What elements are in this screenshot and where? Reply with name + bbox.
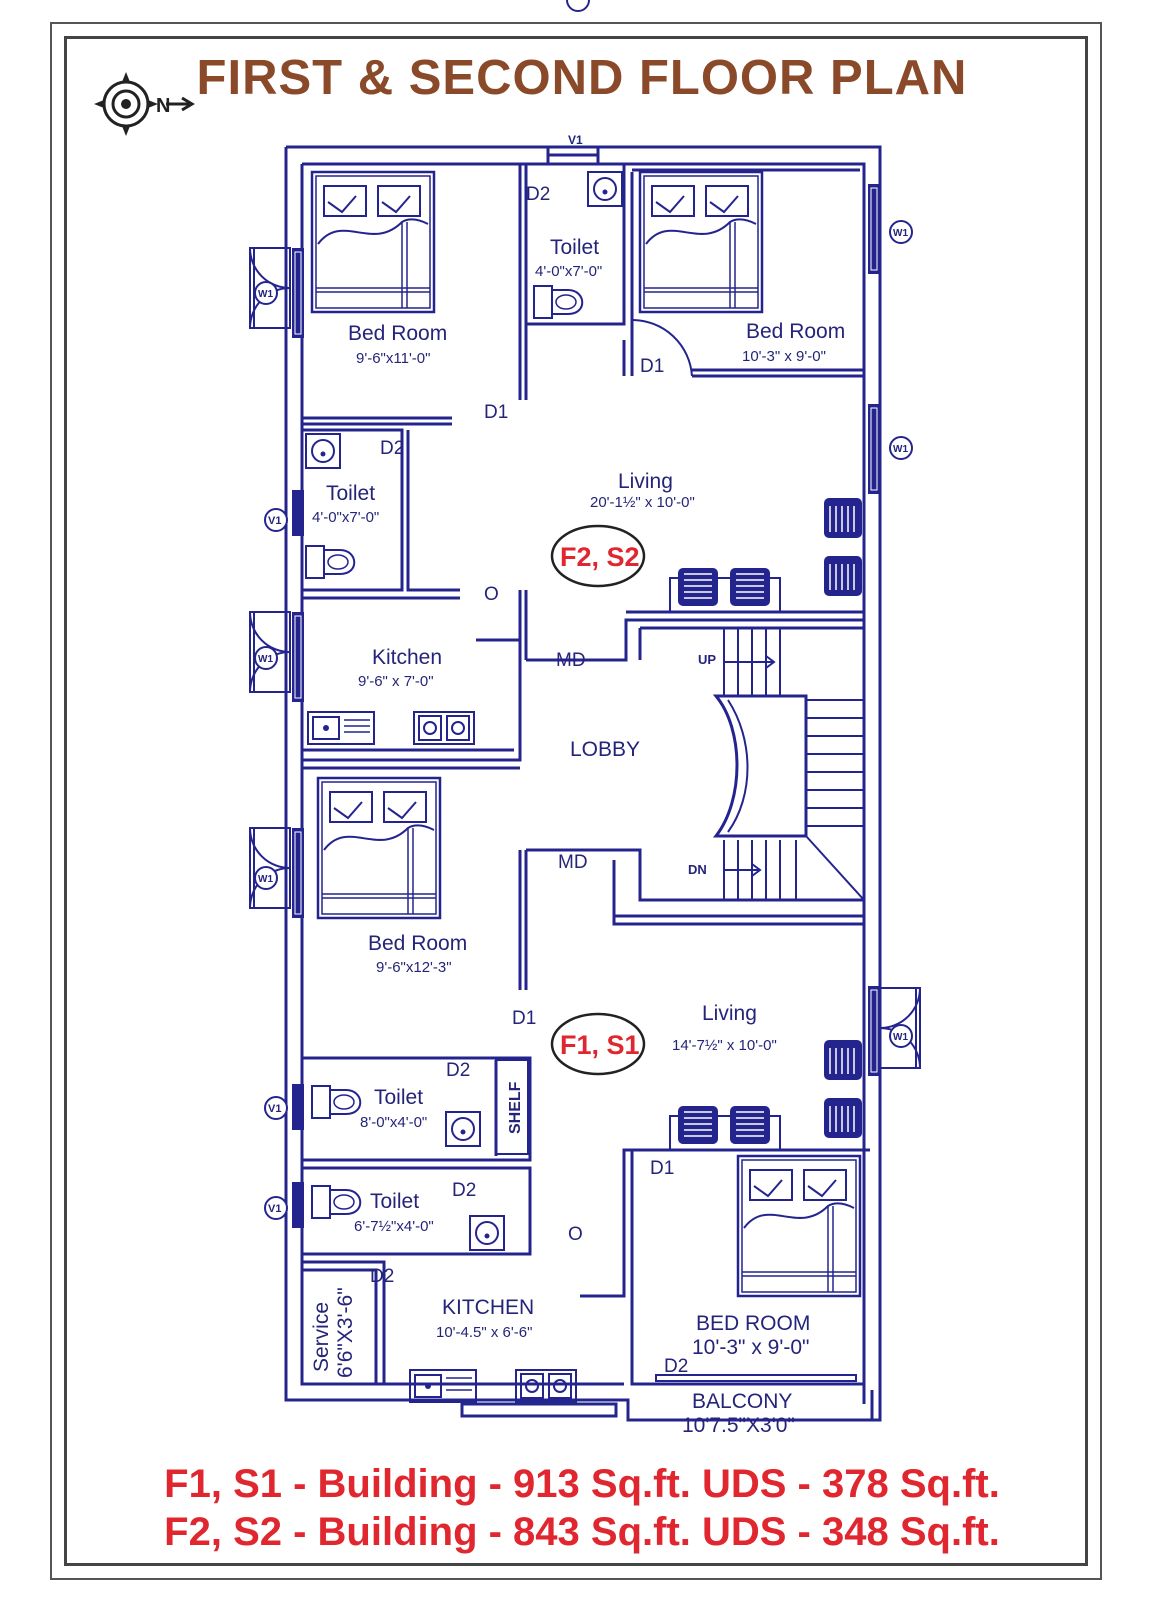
toilet-b2-size: 6'-7½"x4'-0" xyxy=(354,1218,434,1235)
unit-lower-label: F1, S1 xyxy=(560,1030,640,1060)
door-tag-d1: D1 xyxy=(512,1008,536,1029)
lobby-name: LOBBY xyxy=(570,738,640,761)
toilet-left-size: 4'-0"x7'-0" xyxy=(312,509,379,526)
footer-line-1: F1, S1 - Building - 913 Sq.ft. UDS - 378… xyxy=(164,1462,1000,1506)
door-tag-d2: D2 xyxy=(370,1266,394,1287)
tag-w1: W1 xyxy=(258,289,273,300)
compass-icon xyxy=(94,72,195,136)
bed3-size: 9'-6"x12'-3" xyxy=(376,959,452,976)
tag-w1: W1 xyxy=(258,654,273,665)
stair-up-label: UP xyxy=(698,652,716,667)
kitchen-bottom-name: KITCHEN xyxy=(442,1296,534,1319)
tag-v1: V1 xyxy=(268,1103,281,1115)
staircase xyxy=(712,628,865,901)
living-bottom-name: Living xyxy=(702,1002,757,1025)
toilet-left-name: Toilet xyxy=(326,482,375,505)
tag-w1: W1 xyxy=(258,874,273,885)
footer-line-2: F2, S2 - Building - 843 Sq.ft. UDS - 348… xyxy=(164,1510,1000,1554)
door-tag-d2: D2 xyxy=(664,1356,688,1377)
bed2-name: Bed Room xyxy=(746,320,845,343)
door-tag-d2: D2 xyxy=(526,184,550,205)
service-size: 6'6"X3'-6" xyxy=(334,1287,357,1378)
door-tag-md: MD xyxy=(558,852,588,873)
door-tag-d1: D1 xyxy=(484,402,508,423)
service-name: Service xyxy=(310,1302,333,1372)
tag-v1-top: V1 xyxy=(568,133,583,147)
bed4-size: 10'-3" x 9'-0" xyxy=(692,1336,809,1359)
outer-border xyxy=(50,22,1102,1580)
bed1-name: Bed Room xyxy=(348,322,447,345)
kitchen-top-name: Kitchen xyxy=(372,646,442,669)
toilet-top-size: 4'-0"x7'-0" xyxy=(535,263,602,280)
door-tag-d1: D1 xyxy=(650,1158,674,1179)
door-tag-d2: D2 xyxy=(380,438,404,459)
bed4-name: BED ROOM xyxy=(696,1312,810,1335)
bed1-size: 9'-6"x11'-0" xyxy=(356,350,430,367)
north-label: N xyxy=(156,95,170,117)
tag-w1: W1 xyxy=(893,228,908,239)
unit-upper-label: F2, S2 xyxy=(560,542,640,572)
toilet-b1-name: Toilet xyxy=(374,1086,423,1109)
living-top-name: Living xyxy=(618,470,673,493)
opening-tag-o: O xyxy=(484,584,499,605)
door-tag-d2: D2 xyxy=(452,1180,476,1201)
bed2-size: 10'-3" x 9'-0" xyxy=(742,348,826,365)
living-bottom-size: 14'-7½" x 10'-0" xyxy=(672,1037,777,1054)
stair-down-label: DN xyxy=(688,862,707,877)
kitchen-bottom-size: 10'-4.5" x 6'-6" xyxy=(436,1324,532,1341)
toilet-top-name: Toilet xyxy=(550,236,599,259)
tag-w1: W1 xyxy=(893,1032,908,1043)
plan-title: FIRST & SECOND FLOOR PLAN xyxy=(196,51,968,105)
inner-border xyxy=(64,36,1088,1566)
bed3-name: Bed Room xyxy=(368,932,467,955)
unit-lower-oval xyxy=(550,1012,646,1076)
living-top-size: 20'-1½" x 10'-0" xyxy=(590,494,695,511)
door-tag-d2: D2 xyxy=(446,1060,470,1081)
toilet-b2-name: Toilet xyxy=(370,1190,419,1213)
tag-v1: V1 xyxy=(268,515,281,527)
tag-v1: V1 xyxy=(268,1203,281,1215)
opening-tag-o: O xyxy=(568,1224,583,1245)
unit-upper-oval xyxy=(550,524,646,588)
kitchen-top-size: 9'-6" x 7'-0" xyxy=(358,673,434,690)
door-tag-d1: D1 xyxy=(640,356,664,377)
balcony-name: BALCONY xyxy=(692,1390,792,1413)
walls xyxy=(284,145,882,1422)
shelf-label: SHELF xyxy=(507,1081,524,1134)
balcony-size: 10'7.5"X3'0" xyxy=(682,1414,795,1437)
toilet-b1-size: 8'-0"x4'-0" xyxy=(360,1114,427,1131)
door-tag-md: MD xyxy=(556,650,586,671)
tag-w1: W1 xyxy=(893,444,908,455)
